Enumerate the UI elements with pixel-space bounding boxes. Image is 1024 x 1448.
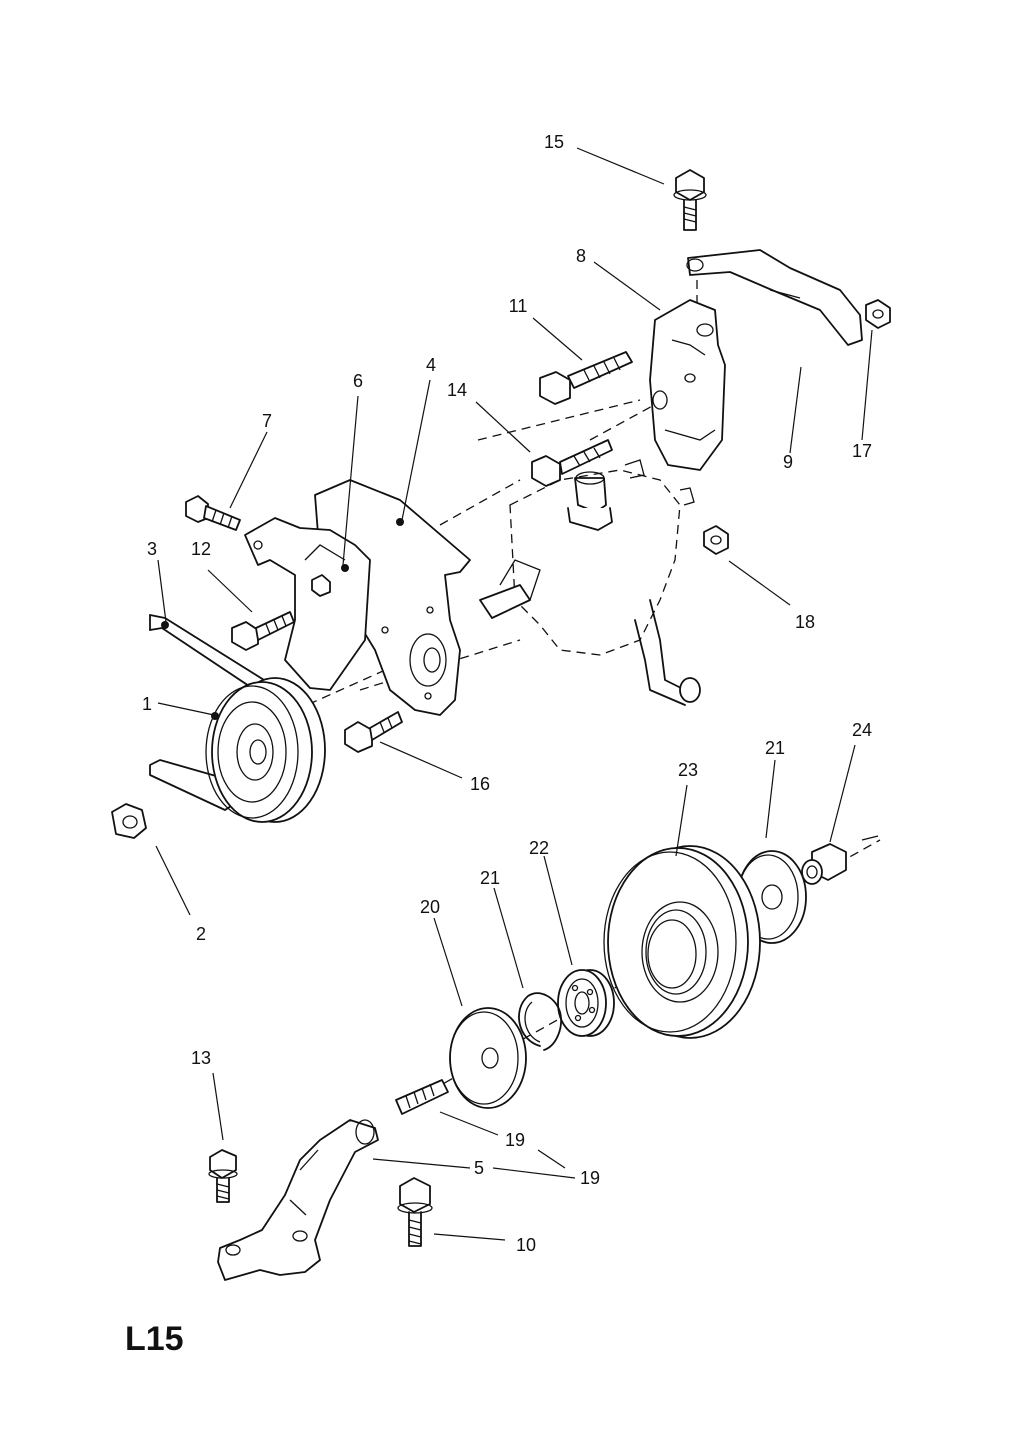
callout-25: 24 [852, 720, 872, 740]
callout-14: 14 [447, 380, 467, 400]
callout-21-left: 20 [420, 897, 440, 917]
callout-17: 17 [852, 441, 872, 461]
callout-13: 13 [191, 1048, 211, 1068]
part-9-upper-bracket [686, 249, 863, 346]
callout-6: 6 [353, 371, 363, 391]
part-17-nut [865, 299, 891, 329]
callout-11: 11 [509, 296, 528, 316]
leader-lines [155, 147, 879, 1241]
callout-18: 18 [795, 612, 815, 632]
callout-9: 9 [783, 452, 793, 472]
part-16-bolt [344, 711, 403, 753]
callout-19: 19 [580, 1168, 600, 1188]
part-23-bearing [557, 969, 615, 1037]
callout-22: 21 [480, 868, 500, 888]
part-25-bushing [801, 843, 847, 885]
callout-labels: 15 8 11 4 6 14 7 9 17 3 12 18 1 24 21 23… [142, 132, 872, 1255]
part-14-bolt [531, 439, 613, 487]
page-code: L15 [125, 1320, 184, 1358]
part-8-support-block [649, 299, 726, 471]
callout-16: 16 [470, 774, 490, 794]
part-11-long-bolt [539, 351, 633, 405]
part-1-pulley [205, 677, 326, 823]
callout-1: 1 [142, 694, 152, 714]
callout-8: 8 [576, 246, 586, 266]
assembly-axis-lines [239, 280, 881, 1106]
part-5-idler-arm [217, 1119, 379, 1281]
callout-3: 3 [147, 539, 157, 559]
part-2-nut [111, 803, 147, 839]
part-15-flange-bolt [673, 169, 707, 231]
part-20-stud [395, 1079, 449, 1115]
callout-10: 10 [516, 1235, 536, 1255]
callout-5: 5 [474, 1158, 484, 1178]
power-steering-pump [479, 459, 701, 706]
part-13-flange-bolt [208, 1149, 238, 1203]
callout-21-right: 21 [765, 738, 785, 758]
callout-15: 15 [544, 132, 564, 152]
part-10-flange-bolt [397, 1177, 433, 1247]
callout-23: 22 [529, 838, 549, 858]
callout-24: 23 [678, 760, 698, 780]
part-24-idler-pulley [603, 845, 761, 1039]
part-6-support-plate [244, 517, 371, 691]
part-4-main-bracket [314, 479, 471, 716]
callout-20: 19 [505, 1130, 525, 1150]
callout-4: 4 [426, 355, 436, 375]
callout-7: 7 [262, 411, 272, 431]
callout-2: 2 [196, 924, 206, 944]
part-21-washer-left [449, 1007, 527, 1109]
part-18-nut [703, 525, 729, 555]
callout-12: 12 [191, 539, 211, 559]
part-7-bolt [185, 495, 241, 531]
part-12-bolt [231, 611, 295, 651]
part-22-circlip [518, 992, 562, 1051]
